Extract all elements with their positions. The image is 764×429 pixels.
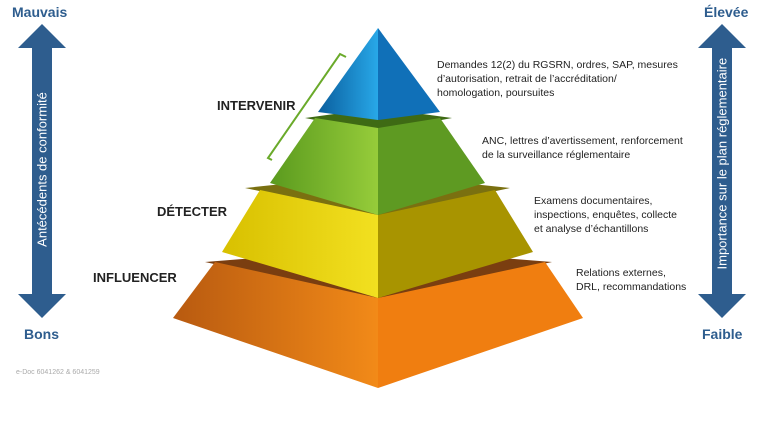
tier-intervenir-left <box>318 28 378 120</box>
desc-line: d’autorisation, retrait de l’accréditati… <box>437 73 617 85</box>
level-detecter: DÉTECTER <box>157 204 228 219</box>
desc-line: homologation, poursuites <box>437 87 555 99</box>
tier-green-right <box>378 118 485 215</box>
desc-line: Relations externes, <box>576 267 666 279</box>
desc-influencer: Relations externes, DRL, recommandations <box>576 266 686 294</box>
tier-influencer-left <box>173 262 378 388</box>
tier-detecter-right <box>378 190 533 298</box>
tier-intervenir-right <box>378 28 440 120</box>
right-bottom-label: Faible <box>702 326 743 342</box>
desc-line: DRL, recommandations <box>576 281 687 293</box>
desc-line: ANC, lettres d’avertissement, renforceme… <box>482 135 683 147</box>
desc-line: et analyse d’échantillons <box>534 223 649 235</box>
desc-intervenir: Demandes 12(2) du RGSRN, ordres, SAP, me… <box>437 58 678 100</box>
tier-detecter-left <box>222 190 378 298</box>
right-double-arrow <box>698 24 746 318</box>
left-bottom-label: Bons <box>24 326 59 342</box>
level-influencer: INFLUENCER <box>93 270 177 285</box>
desc-green: ANC, lettres d’avertissement, renforceme… <box>482 134 683 162</box>
desc-line: Examens documentaires, <box>534 195 653 207</box>
right-axis-label: Importance sur le plan réglementaire <box>714 57 730 270</box>
desc-line: Demandes 12(2) du RGSRN, ordres, SAP, me… <box>437 59 678 71</box>
left-axis-label: Antécédents de conformité <box>34 92 50 247</box>
desc-line: inspections, enquêtes, collecte <box>534 209 678 221</box>
green-bracket <box>266 52 347 161</box>
footnote: e-Doc 6041262 & 6041259 <box>16 369 100 376</box>
tier-green-left <box>270 118 378 215</box>
left-top-label: Mauvais <box>12 4 68 20</box>
tier-influencer-right <box>378 262 583 388</box>
level-intervenir: INTERVENIR <box>217 98 296 113</box>
left-double-arrow <box>18 24 66 318</box>
desc-detecter: Examens documentaires, inspections, enqu… <box>534 194 677 236</box>
right-top-label: Élevée <box>704 4 749 20</box>
desc-line: de la surveillance réglementaire <box>482 149 631 161</box>
